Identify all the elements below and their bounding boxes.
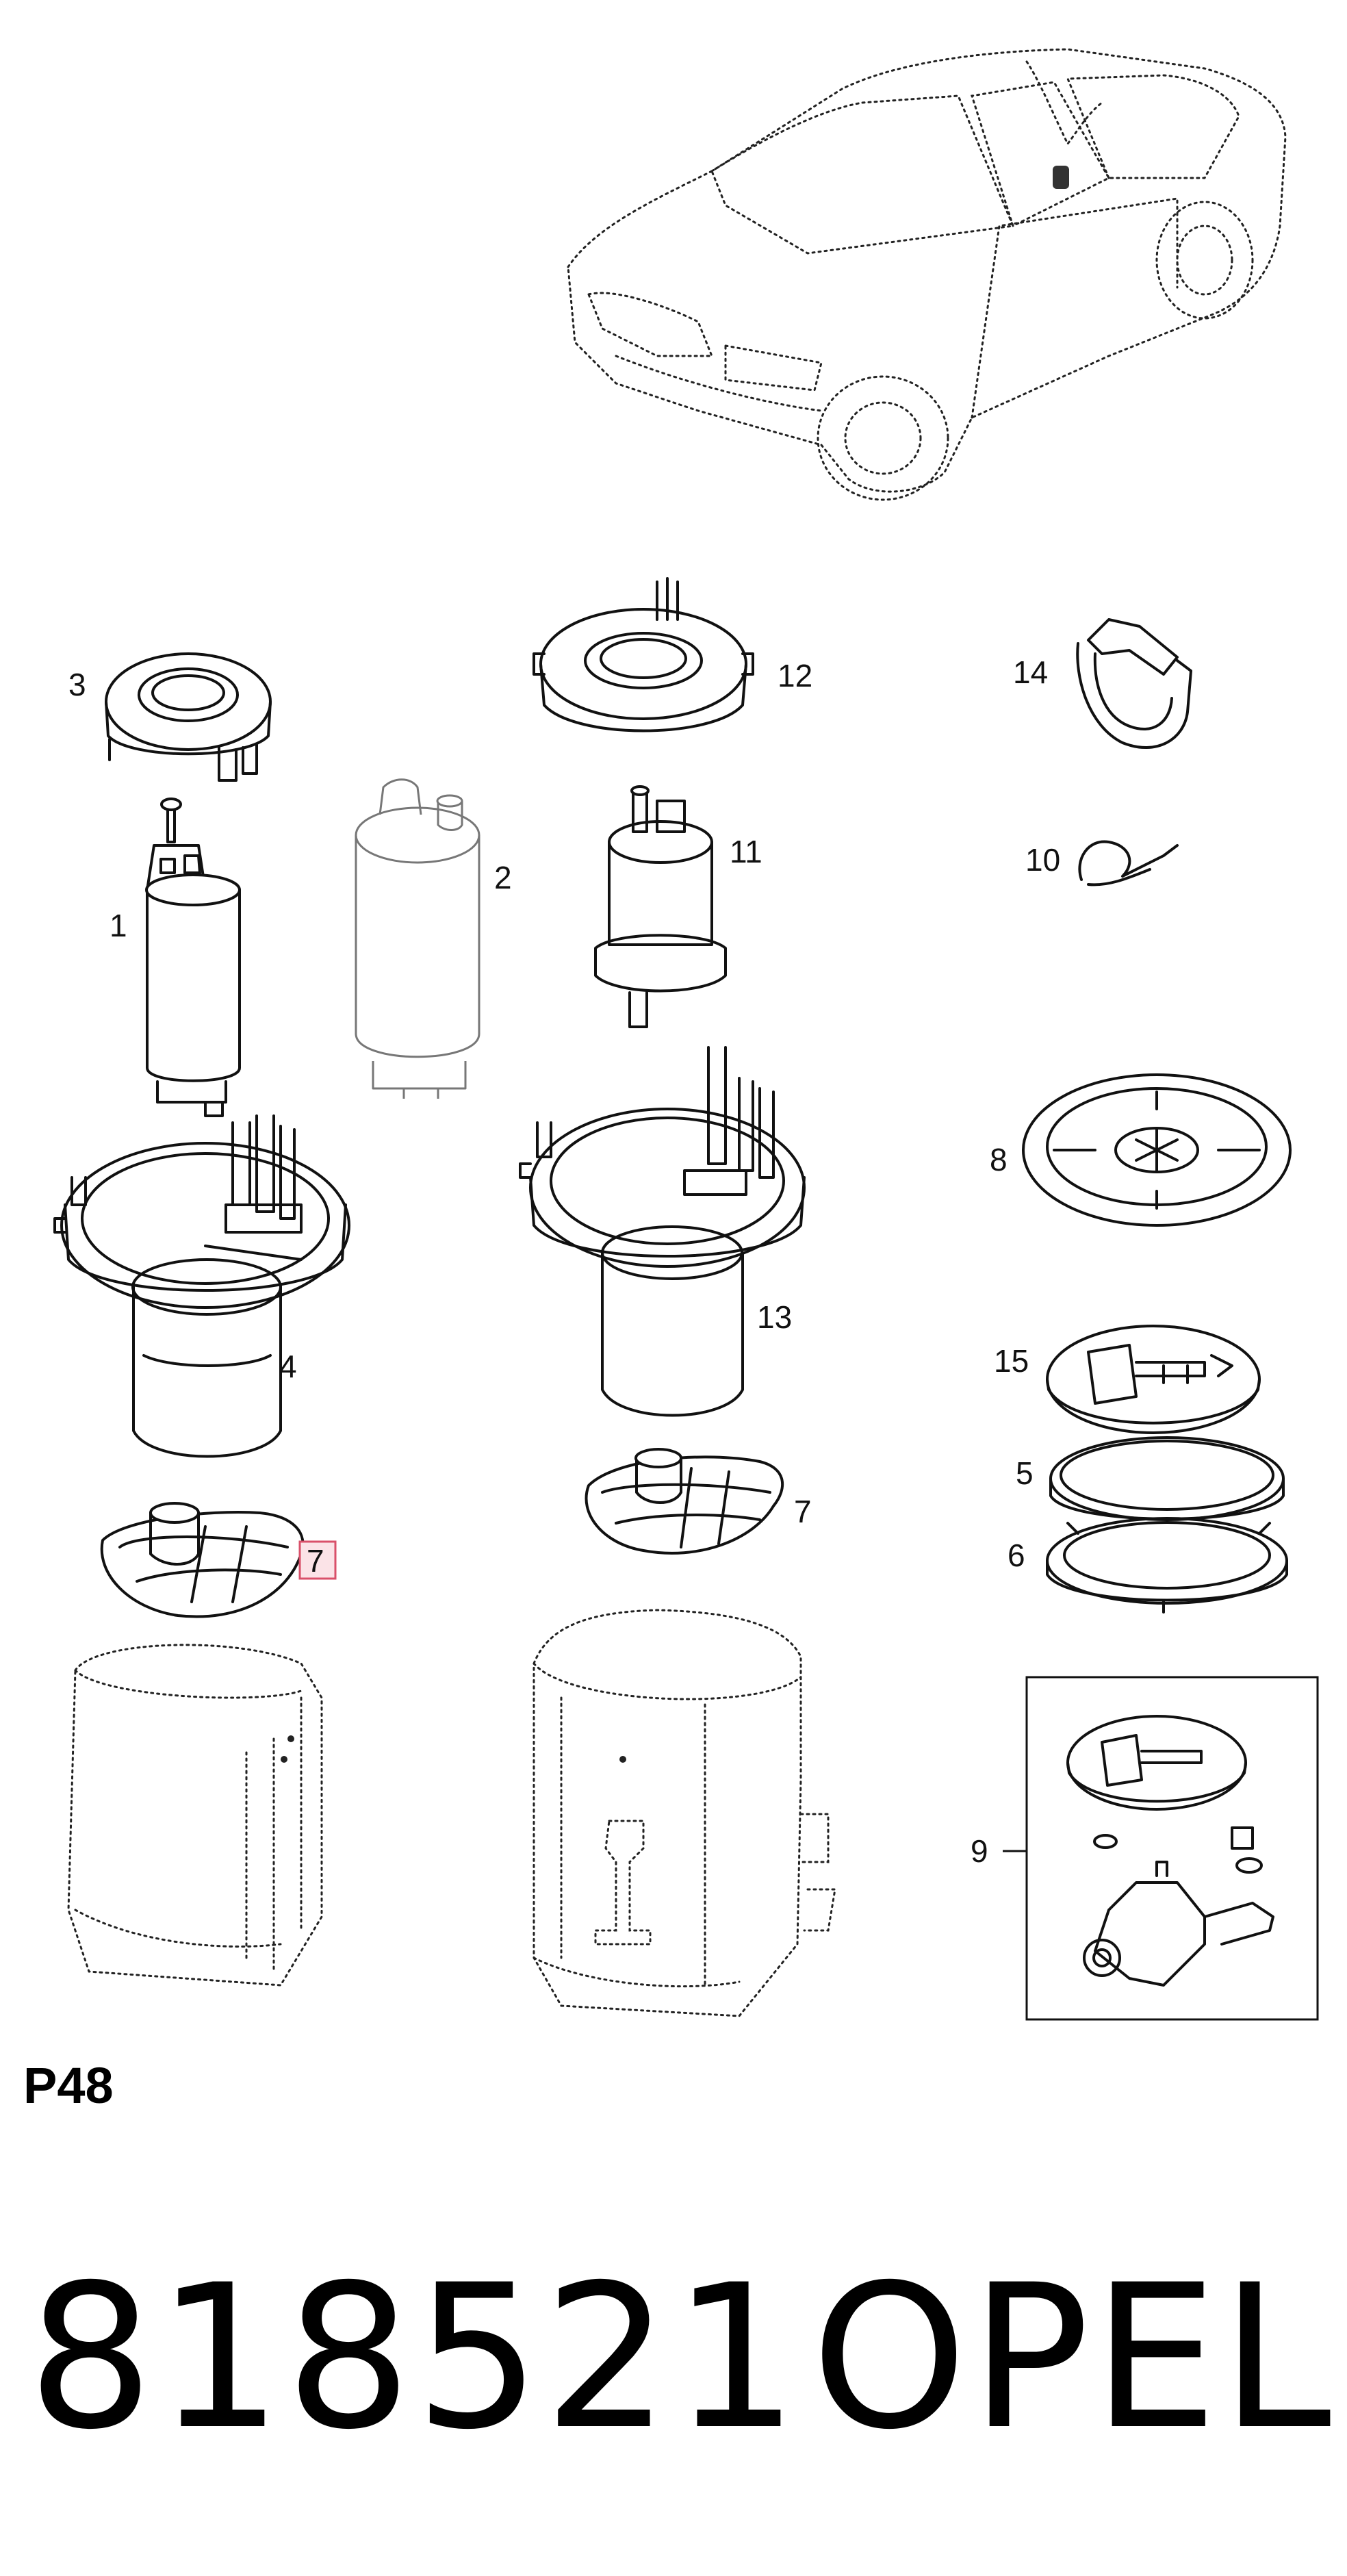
part-11-fuel-pump [594,785,727,1028]
part-2-fuel-pump-alt [355,778,480,1099]
part-15-flange-with-connector [1046,1325,1261,1434]
callout-2: 2 [494,860,512,895]
callout-1: 1 [110,908,127,943]
callout-10: 10 [1025,842,1060,878]
callout-7-left: 7 [307,1543,324,1579]
callout-13: 13 [757,1299,792,1335]
tank-module-middle [533,1609,836,2017]
part-13-pump-housing [519,1046,806,1417]
part-number: 818521 [27,2243,802,2473]
callout-12: 12 [778,658,812,693]
part-8-tank-cover [1022,1073,1292,1227]
car-overview-illustration [567,48,1287,501]
part-14-hose-clip [1076,618,1192,750]
part-5-seal-ring [1049,1436,1285,1521]
callout-7-highlight [298,1540,337,1580]
part-3-lock-ring [105,652,272,782]
callout-8: 8 [990,1142,1008,1177]
callout-9: 9 [971,1833,988,1869]
part-12-retaining-ring [533,577,754,732]
callout-4: 4 [279,1349,297,1384]
callout-15: 15 [994,1343,1029,1379]
page-code: P48 [23,2057,114,2114]
part-6-lock-ring [1046,1517,1288,1614]
callout-11: 11 [730,834,762,869]
part-9-kit-frame [1003,1676,1319,2021]
part-1-fuel-pump [145,798,241,1117]
callout-6: 6 [1008,1538,1025,1573]
tank-module-left [67,1644,323,1987]
callout-7-middle: 7 [794,1494,812,1529]
part-10-clip [1078,840,1179,887]
callout-14: 14 [1013,654,1048,690]
part-7-strainer-left [100,1502,305,1618]
part-7-strainer-middle [585,1448,784,1555]
callout-3: 3 [68,667,86,702]
brand-name: OPEL [811,2243,1334,2473]
callout-5: 5 [1016,1455,1034,1491]
part-4-pump-housing [53,1114,350,1458]
